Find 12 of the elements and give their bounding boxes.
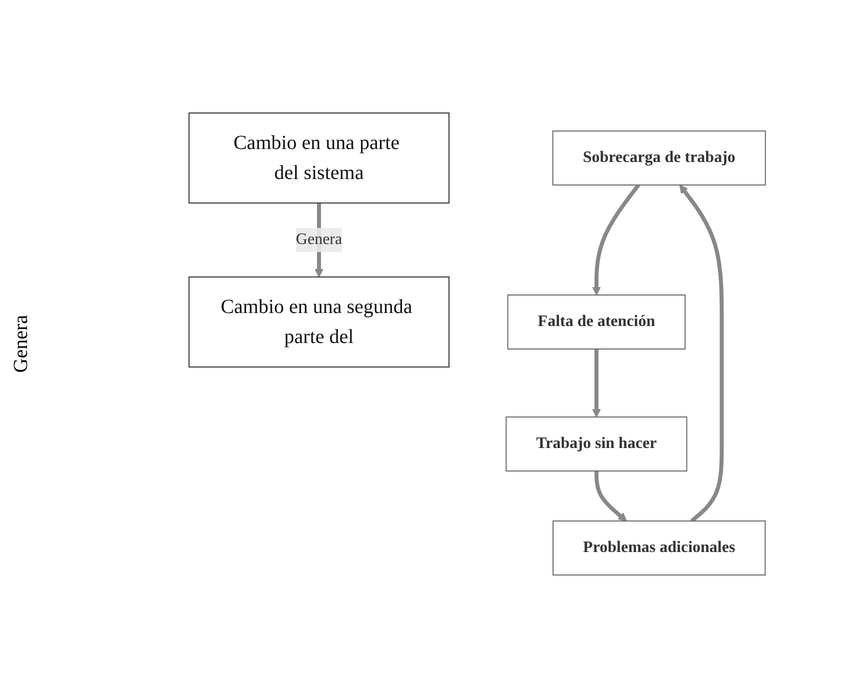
arrow (594, 470, 627, 521)
arrow (592, 183, 640, 295)
rotated-label: Genera (10, 314, 33, 372)
node-box: Falta de atención (507, 294, 686, 349)
node-box: Trabajo sin hacer (505, 416, 688, 471)
node-box: Problemas adicionales (552, 520, 766, 575)
node-box: Cambio en una parte del sistema (188, 112, 450, 203)
arrow (592, 348, 601, 417)
arrow (679, 184, 724, 522)
edge-label: Genera (296, 230, 342, 248)
node-box: Sobrecarga de trabajo (552, 130, 766, 185)
node-box: Cambio en una segunda parte del (188, 276, 450, 367)
